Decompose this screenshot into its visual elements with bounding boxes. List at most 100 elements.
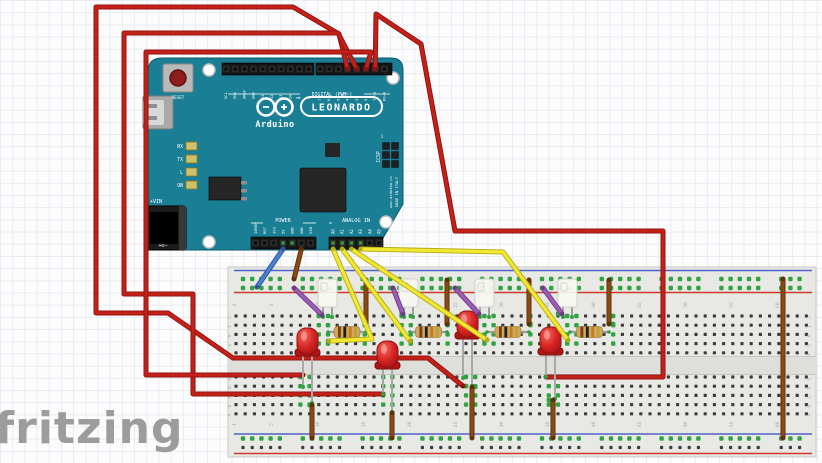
- led-red-2[interactable]: [374, 340, 401, 414]
- wire-brown-rail-bridge[interactable]: [780, 276, 786, 441]
- hole: [637, 445, 641, 450]
- hole: [795, 403, 799, 407]
- pin[interactable]: [336, 67, 340, 71]
- wire-yellow-a2[interactable]: [348, 246, 490, 343]
- wire-yellow-a1[interactable]: [339, 246, 413, 344]
- pin[interactable]: [299, 241, 303, 245]
- hole: [427, 393, 431, 397]
- flame-sensor-1[interactable]: [317, 278, 338, 319]
- hole: [712, 332, 716, 336]
- led-red-4[interactable]: [537, 326, 564, 401]
- pin[interactable]: [368, 241, 372, 245]
- wires-power-analog[interactable]: [254, 246, 786, 441]
- icsp-pin[interactable]: [382, 151, 390, 159]
- pin[interactable]: [307, 67, 311, 71]
- pin[interactable]: [270, 67, 274, 71]
- led-red-1[interactable]: [294, 327, 321, 405]
- hole: [510, 351, 514, 355]
- icsp-pin[interactable]: [382, 142, 390, 150]
- pin[interactable]: [327, 67, 331, 71]
- icsp-pin[interactable]: [382, 160, 390, 168]
- pin[interactable]: [261, 67, 265, 71]
- hole: [804, 403, 808, 407]
- pin-wired[interactable]: [359, 241, 363, 245]
- hole-connected: [507, 276, 512, 282]
- hole: [259, 445, 263, 450]
- flame-sensor-3[interactable]: [474, 278, 495, 319]
- pin[interactable]: [288, 67, 292, 71]
- pin-wired[interactable]: [281, 241, 285, 245]
- resistor-4[interactable]: [568, 326, 611, 338]
- hole-connected: [378, 276, 384, 282]
- wires-signal[interactable]: [93, 4, 666, 397]
- hole: [648, 342, 652, 346]
- label: C: [227, 395, 233, 398]
- pin[interactable]: [224, 67, 228, 71]
- hole: [574, 403, 578, 407]
- flame-sensor-4[interactable]: [557, 278, 578, 319]
- wire-purple-s3-5v[interactable]: [452, 285, 482, 317]
- wire-brown-led2-gnd[interactable]: [389, 410, 395, 441]
- hole: [584, 342, 588, 346]
- hole-connected: [687, 436, 692, 441]
- hole: [703, 332, 707, 336]
- resistor-1[interactable]: [326, 326, 368, 338]
- pin-wired[interactable]: [340, 241, 344, 245]
- hole-connected: [491, 341, 496, 346]
- pin-wired[interactable]: [290, 241, 294, 245]
- pin-wired[interactable]: [331, 241, 335, 245]
- wire-brown-gnd-rail[interactable]: [291, 246, 304, 282]
- wire-brown-r4-gnd[interactable]: [606, 277, 612, 327]
- hole: [492, 393, 496, 397]
- wire-brown-led3-gnd[interactable]: [469, 384, 475, 441]
- hole: [786, 403, 790, 407]
- pin[interactable]: [252, 67, 256, 71]
- wire-blue-5v-rail[interactable]: [254, 246, 286, 290]
- hole: [703, 384, 707, 388]
- wire-purple-s1-5v[interactable]: [291, 285, 325, 318]
- pin[interactable]: [242, 67, 246, 71]
- hole: [620, 403, 624, 407]
- pin[interactable]: [253, 241, 257, 245]
- hole: [289, 403, 293, 407]
- hole: [584, 314, 588, 318]
- resistor-2[interactable]: [408, 326, 449, 338]
- hole: [676, 403, 680, 407]
- hole: [777, 342, 781, 346]
- pin[interactable]: [318, 67, 322, 71]
- hole: [666, 412, 670, 416]
- hole: [436, 314, 440, 318]
- pin[interactable]: [309, 241, 313, 245]
- wire-yellow-a0[interactable]: [326, 246, 375, 344]
- pin[interactable]: [298, 67, 302, 71]
- hole-connected: [788, 276, 793, 282]
- wire-brown-r2-gnd[interactable]: [444, 277, 450, 327]
- hole: [455, 403, 459, 407]
- pin-wired[interactable]: [349, 241, 353, 245]
- icsp-pin[interactable]: [391, 151, 399, 159]
- pin[interactable]: [272, 241, 276, 245]
- hole: [666, 384, 670, 388]
- wire-red-d4-led3[interactable]: [93, 4, 466, 389]
- pin[interactable]: [382, 67, 386, 71]
- breadboard[interactable]: 1155101015152020252530303535404045455050…: [227, 266, 817, 458]
- wire-purple-s4-5v[interactable]: [540, 285, 565, 317]
- hole: [501, 403, 505, 407]
- pin[interactable]: [263, 241, 267, 245]
- wire-purple-s2-5v[interactable]: [390, 285, 406, 317]
- wire-yellow-a3[interactable]: [358, 246, 571, 343]
- hole-connected: [696, 285, 701, 291]
- icsp-pin[interactable]: [391, 160, 399, 168]
- wire-brown-led1-gnd[interactable]: [309, 402, 315, 441]
- components[interactable]: [294, 278, 611, 414]
- pin[interactable]: [279, 67, 283, 71]
- hole-connected: [611, 341, 616, 346]
- resistor-3[interactable]: [485, 326, 531, 338]
- hole: [685, 403, 689, 407]
- pin[interactable]: [233, 67, 237, 71]
- wire-brown-led4-gnd[interactable]: [550, 397, 556, 441]
- icsp-pin[interactable]: [391, 142, 399, 150]
- pin[interactable]: [377, 241, 381, 245]
